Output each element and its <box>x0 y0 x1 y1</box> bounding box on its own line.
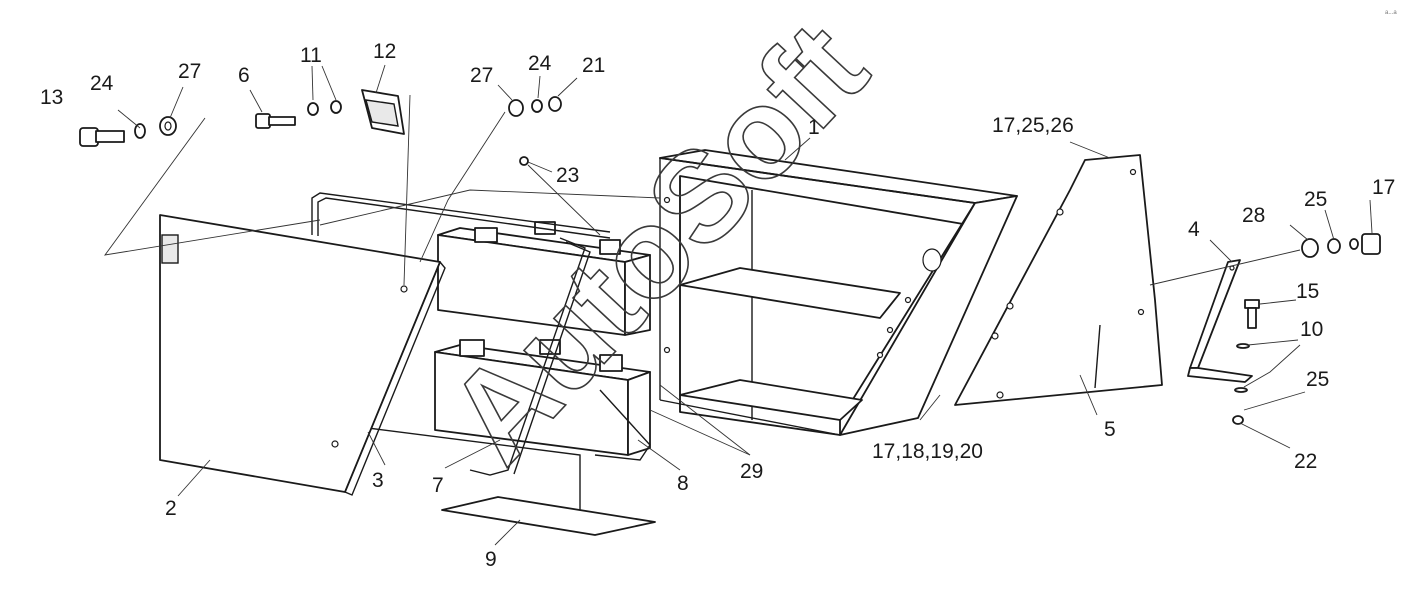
washers-27-24-21 <box>508 96 562 166</box>
label-13: 13 <box>40 86 63 109</box>
leader-lines <box>103 64 1373 546</box>
label-10: 10 <box>1300 318 1323 341</box>
label-2: 2 <box>165 497 177 520</box>
label-21: 21 <box>582 54 605 77</box>
label-17-18-19-20: 17,18,19,20 <box>872 440 983 463</box>
plate-12 <box>361 89 405 135</box>
label-9: 9 <box>485 548 497 571</box>
label-6: 6 <box>238 64 250 87</box>
label-5: 5 <box>1104 418 1116 441</box>
label-11: 11 <box>300 44 322 67</box>
label-3: 3 <box>372 469 384 492</box>
label-25: 25 <box>1306 368 1329 391</box>
callout-labels: 13 24 27 6 11 12 27 24 21 23 1 17,25,26 … <box>40 40 1395 571</box>
label-23: 23 <box>556 164 579 187</box>
label-28: 28 <box>1242 204 1265 227</box>
label-27: 27 <box>470 64 493 87</box>
clamp-rod-8 <box>594 389 651 461</box>
label-22: 22 <box>1294 450 1317 473</box>
clamp-rod-7 <box>469 237 591 476</box>
box-frame-1 <box>659 149 1018 436</box>
corner-watermark: a...a <box>1385 10 1397 16</box>
label-1: 1 <box>808 116 820 139</box>
label-15: 15 <box>1296 280 1319 303</box>
label-7: 7 <box>432 474 444 497</box>
label-17-25-26: 17,25,26 <box>992 114 1074 137</box>
side-panel-5 <box>954 154 1163 406</box>
label-29: 29 <box>740 460 763 483</box>
bolt-13 <box>79 116 177 147</box>
bolt-6 <box>255 100 342 129</box>
label-27: 27 <box>178 60 201 83</box>
cover-door-2 <box>159 214 446 496</box>
mat-9 <box>441 496 656 536</box>
label-8: 8 <box>677 472 689 495</box>
label-17: 17 <box>1372 176 1395 199</box>
fasteners-15-10-25-22 <box>1232 299 1260 425</box>
holddown-frame-3 <box>311 192 611 520</box>
bracket-4 <box>1187 259 1253 383</box>
label-24: 24 <box>90 72 114 95</box>
battery-upper <box>437 221 651 336</box>
label-25: 25 <box>1304 188 1327 211</box>
label-24: 24 <box>528 52 552 75</box>
fasteners-28-25-17 <box>1301 233 1381 258</box>
label-12: 12 <box>373 40 396 63</box>
label-4: 4 <box>1188 218 1200 241</box>
